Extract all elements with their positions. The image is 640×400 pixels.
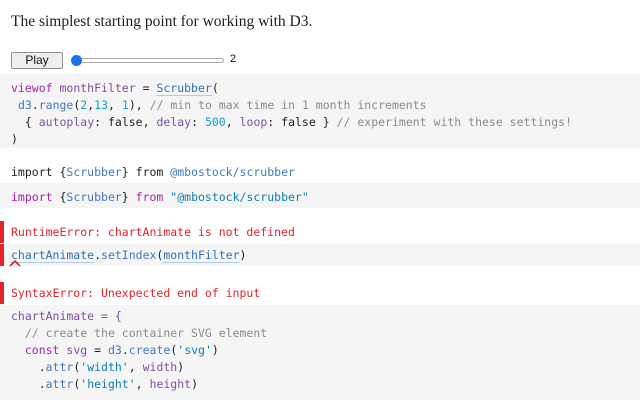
code-block: import {Scrubber} from "@mbostock/scrubb… — [11, 190, 309, 204]
code-token: autoplay — [38, 115, 95, 129]
code-token: height — [149, 377, 192, 391]
page-heading: The simplest starting point for working … — [11, 13, 313, 30]
play-button[interactable]: Play — [11, 52, 63, 69]
code-token: ) — [11, 132, 18, 146]
code-token: 'width' — [80, 360, 129, 374]
error-indicator — [0, 221, 4, 243]
scrubber-link[interactable]: Scrubber — [156, 81, 212, 96]
code-token: 500 — [204, 115, 226, 129]
code-token: from — [135, 165, 164, 179]
code-cell-import[interactable]: import {Scrubber} from "@mbostock/scrubb… — [0, 183, 640, 208]
code-block: chartAnimate.setIndex(monthFilter) — [11, 248, 247, 263]
code-token: d3 — [107, 343, 122, 357]
code-token: chartAnimate = { — [11, 309, 122, 323]
syntax-error-message: SyntaxError: Unexpected end of input — [11, 286, 261, 300]
code-comment: // create the container SVG element — [24, 326, 268, 340]
error-indicator — [0, 244, 4, 266]
code-token: const — [24, 343, 60, 357]
monthfilter-link[interactable]: monthFilter — [163, 248, 240, 263]
code-token: setIndex — [101, 248, 157, 262]
code-token: 'svg' — [177, 343, 212, 357]
import-output: import {Scrubber} from @mbostock/scrubbe… — [0, 158, 640, 182]
code-token: Scrubber — [66, 190, 122, 204]
code-token: 2 — [80, 98, 88, 112]
code-token: 1 — [121, 98, 129, 112]
code-token: "@mbostock/scrubber" — [170, 190, 309, 204]
slider-value: 2 — [230, 53, 237, 65]
code-token: svg — [66, 343, 88, 357]
slider-track — [75, 58, 224, 63]
code-cell-setindex[interactable]: chartAnimate.setIndex(monthFilter) — [4, 244, 640, 266]
code-token: ( — [211, 81, 219, 95]
code-token: monthFilter — [59, 81, 136, 95]
code-token: attr — [45, 360, 74, 374]
code-token: false — [281, 115, 316, 129]
code-block: chartAnimate = { // create the container… — [11, 309, 268, 391]
code-token: } — [322, 115, 330, 129]
scrubber-control: Play 2 — [11, 52, 271, 69]
code-token: ( — [73, 98, 81, 112]
code-token: Scrubber — [66, 165, 122, 179]
code-token: { — [24, 115, 32, 129]
code-block: viewof monthFilter = Scrubber( d3.range(… — [11, 81, 572, 146]
error-indicator — [0, 282, 4, 304]
code-block: import {Scrubber} from @mbostock/scrubbe… — [11, 165, 295, 179]
code-token: import — [11, 190, 53, 204]
code-token: = — [135, 81, 157, 95]
runtime-error-message: RuntimeError: chartAnimate is not define… — [11, 225, 295, 239]
code-token: delay — [156, 115, 192, 129]
code-comment: // min to max time in 1 month increments — [149, 98, 427, 112]
code-token: false — [107, 115, 143, 129]
chartanimate-link[interactable]: chartAnimate — [11, 248, 95, 263]
code-token: create — [128, 343, 171, 357]
code-token: width — [142, 360, 178, 374]
code-token: d3 — [17, 98, 32, 112]
code-cell-monthfilter[interactable]: viewof monthFilter = Scrubber( d3.range(… — [0, 74, 640, 148]
month-slider[interactable] — [71, 52, 224, 69]
code-token: 'height' — [80, 377, 136, 391]
caret-up-icon — [9, 259, 21, 267]
code-token: range — [38, 98, 74, 112]
code-token: ), — [128, 98, 143, 112]
slider-thumb[interactable] — [71, 55, 82, 66]
code-token: viewof — [11, 81, 53, 95]
code-cell-chartanimate[interactable]: chartAnimate = { // create the container… — [0, 305, 640, 400]
module-link[interactable]: @mbostock/scrubber — [170, 165, 295, 179]
code-token: from — [135, 190, 164, 204]
code-token: loop — [239, 115, 268, 129]
code-token: import — [11, 165, 53, 179]
code-token: attr — [45, 377, 74, 391]
code-token: 13 — [94, 98, 109, 112]
code-comment: // experiment with these settings! — [336, 115, 572, 129]
